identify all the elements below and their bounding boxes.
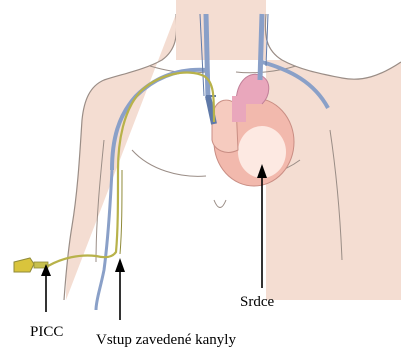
- torso: [0, 0, 401, 300]
- aorta-trunk: [232, 96, 246, 122]
- sternum-line: [214, 200, 226, 208]
- labels: PICC Vstup zavedené kanyly Srdce: [30, 294, 274, 348]
- jugular-vein-left: [206, 14, 208, 100]
- right-side-fill: [266, 60, 401, 300]
- label-heart: Srdce: [240, 294, 274, 310]
- jugular-vein-right: [260, 14, 262, 80]
- catheter-line-shadow: [120, 170, 122, 254]
- neck-fill: [176, 0, 266, 60]
- label-picc: PICC: [30, 324, 63, 340]
- catheter-hub: [14, 258, 34, 272]
- label-insertion-site: Vstup zavedené kanyly: [96, 332, 236, 348]
- insertion-arrow-head: [115, 258, 125, 272]
- chest-line-left: [132, 150, 206, 176]
